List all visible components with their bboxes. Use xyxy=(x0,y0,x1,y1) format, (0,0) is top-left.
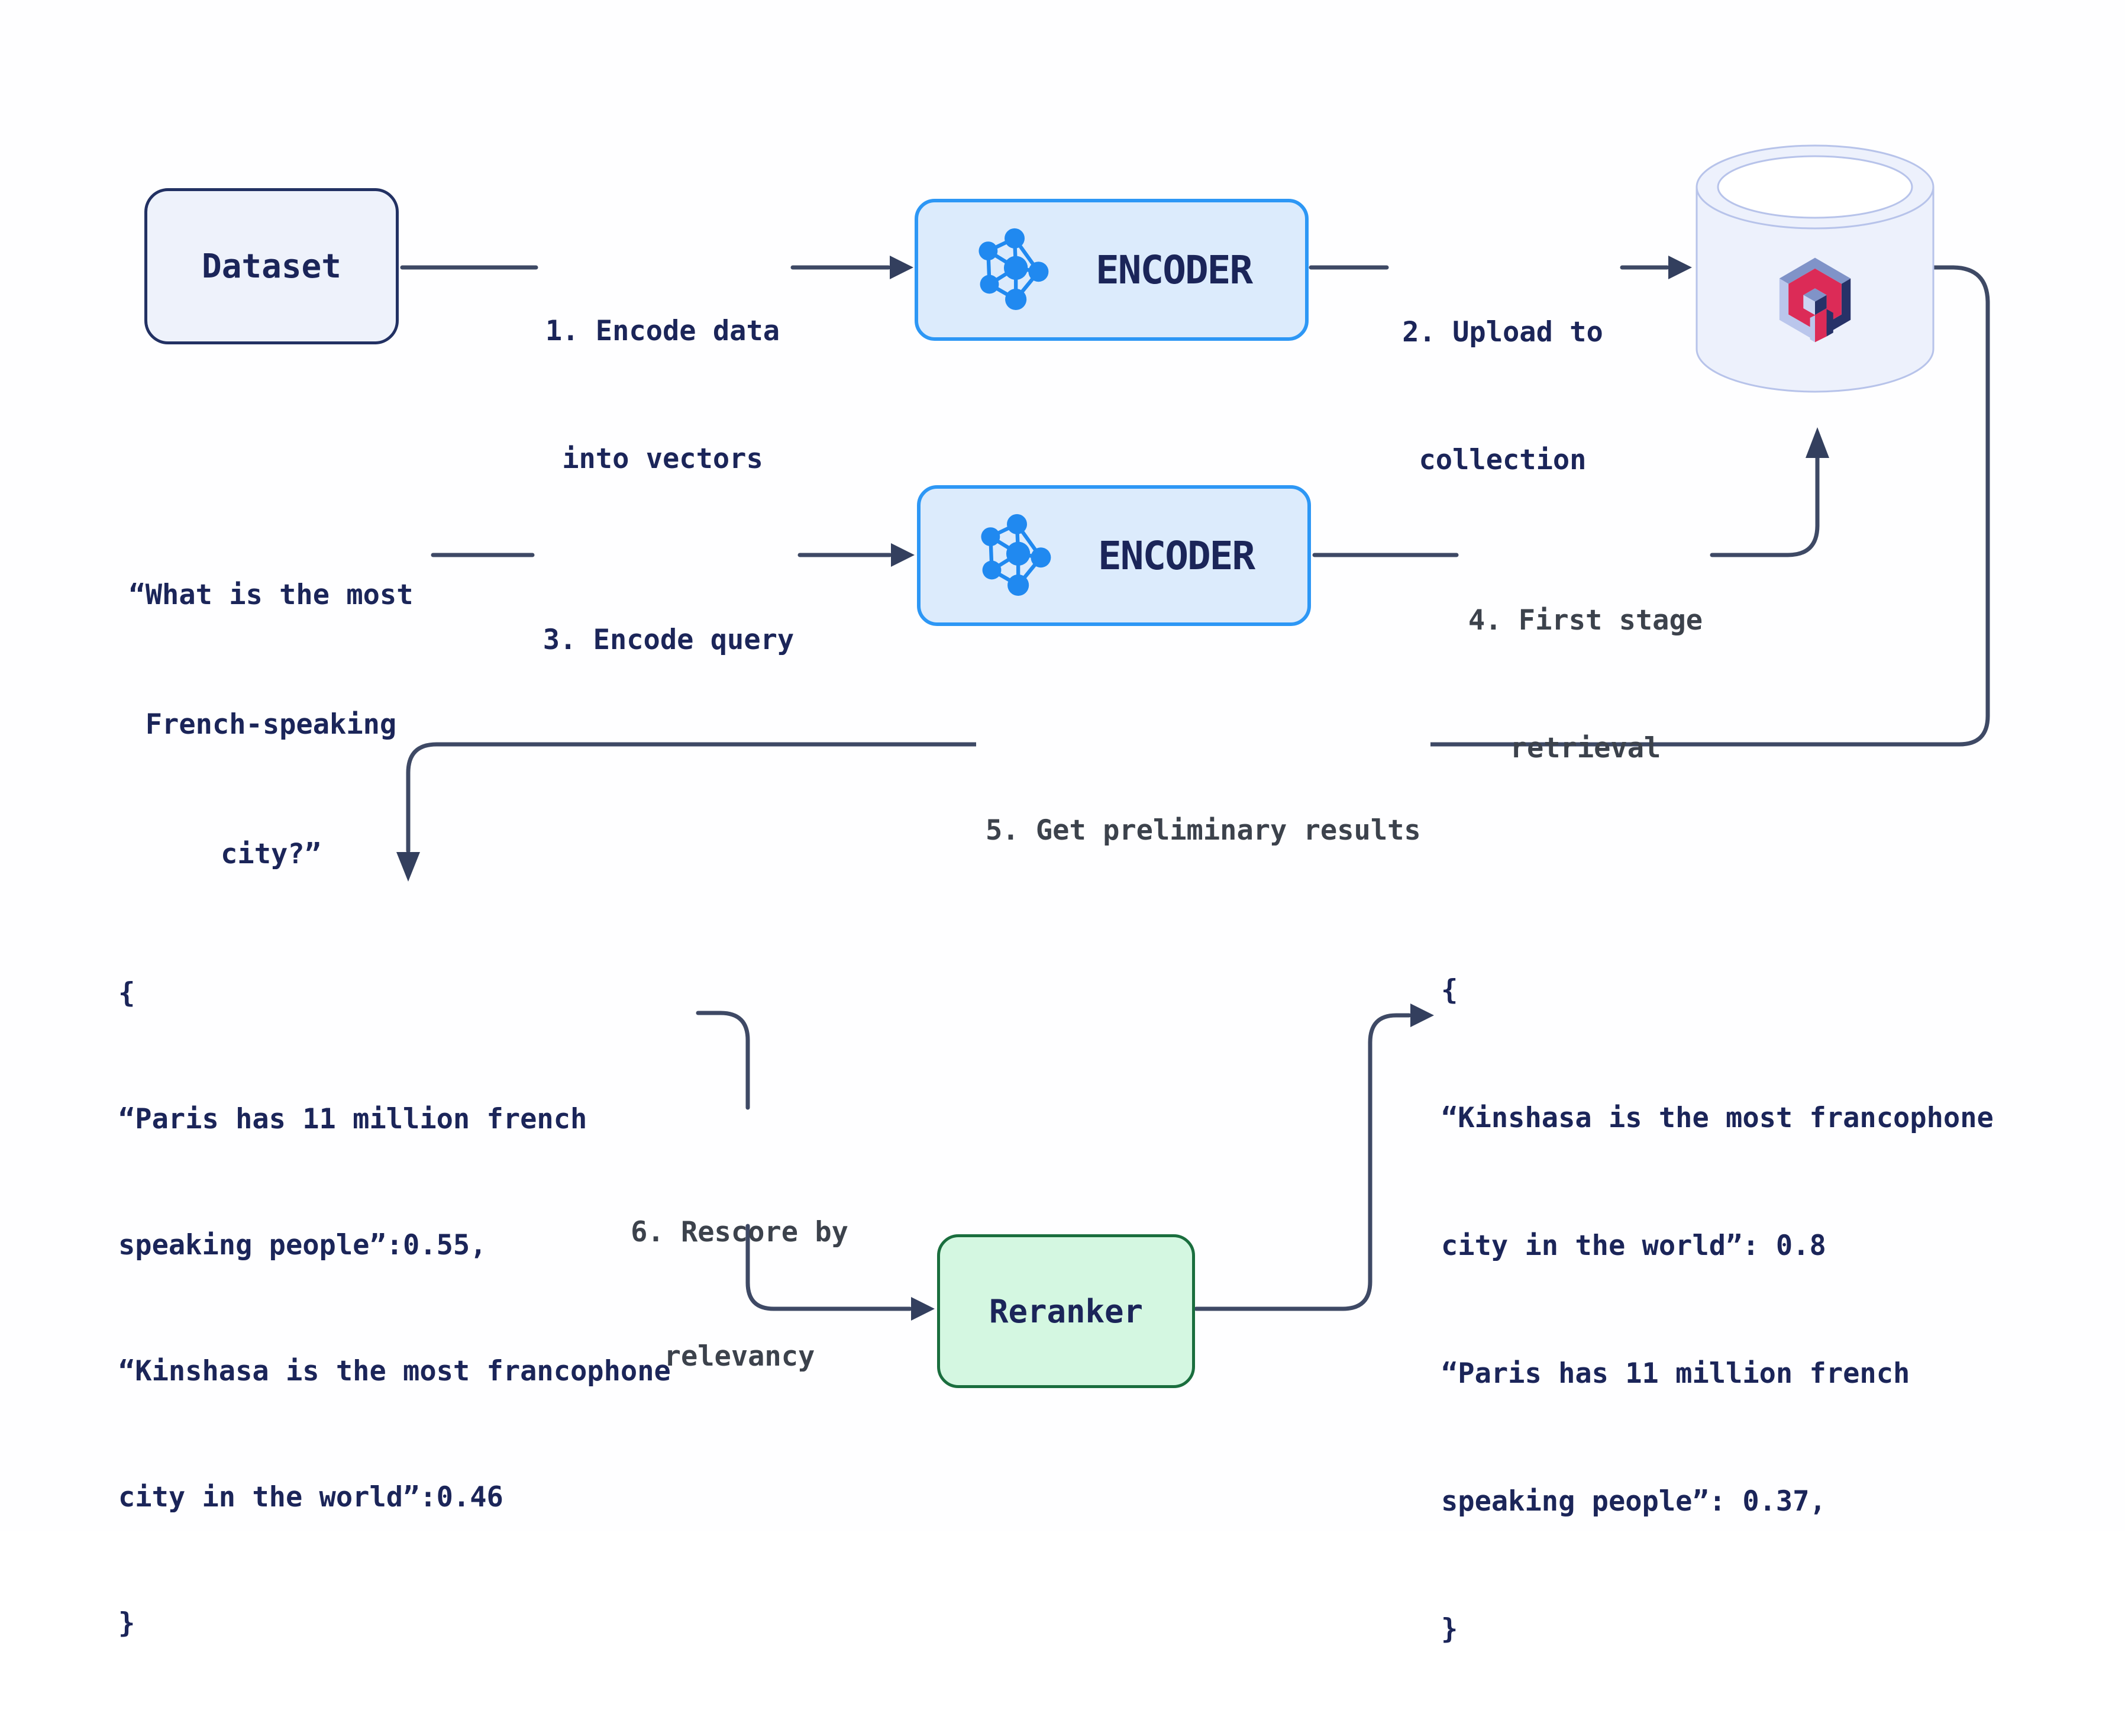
database-cylinder-icon xyxy=(1696,144,1935,393)
json-line: “Kinshasa is the most francophone xyxy=(118,1355,671,1387)
encoder-node-data: ENCODER xyxy=(915,199,1309,341)
json-line: speaking people”:0.55, xyxy=(118,1229,487,1261)
step6-line2: relevancy xyxy=(664,1340,815,1373)
json-line: “Paris has 11 million french xyxy=(1441,1357,1910,1390)
wire-step4-to-db xyxy=(1710,454,1820,557)
step5-line1: 5. Get preliminary results xyxy=(986,814,1421,847)
step2-label: 2. Upload to collection xyxy=(1372,226,1633,567)
wire-reranker-to-final xyxy=(1194,1013,1412,1311)
json-line: { xyxy=(1441,974,1458,1006)
wire-results-to-step6 xyxy=(696,1011,750,1110)
arrowhead-into-db-left xyxy=(1668,256,1692,279)
encoder-label: ENCODER xyxy=(1096,247,1253,293)
step4-line1: 4. First stage xyxy=(1468,604,1703,637)
step4-line2: retrieval xyxy=(1510,732,1661,764)
step5-label: 5. Get preliminary results xyxy=(976,724,1430,937)
json-line: } xyxy=(1441,1613,1458,1645)
encoder-label: ENCODER xyxy=(1098,533,1255,579)
json-line: “Kinshasa is the most francophone xyxy=(1441,1102,1994,1134)
qdrant-logo-icon xyxy=(1779,257,1851,343)
json-line: { xyxy=(118,977,135,1009)
json-line: city in the world”: 0.8 xyxy=(1441,1230,1826,1262)
reranker-label: Reranker xyxy=(989,1292,1144,1330)
neural-network-icon xyxy=(981,514,1051,596)
query-line: French-speaking xyxy=(145,708,397,741)
arrowhead-into-encoder2 xyxy=(891,543,915,567)
pipeline-diagram: Dataset ENCODER xyxy=(93,141,1994,1645)
reranker-node: Reranker xyxy=(937,1234,1195,1388)
query-text: “What is the most French-speaking city?” xyxy=(93,487,448,962)
wire-step6-to-reranker xyxy=(745,1224,912,1311)
preliminary-results-json: { “Paris has 11 million french speaking … xyxy=(118,888,671,1728)
arrowhead-into-results xyxy=(396,852,420,882)
step6-line1: 6. Rescore by xyxy=(631,1216,848,1248)
json-line: } xyxy=(118,1607,135,1640)
step1-line1: 1. Encode data xyxy=(545,315,780,347)
dataset-label: Dataset xyxy=(201,247,341,286)
vector-database-node xyxy=(1694,141,1936,396)
step1-line2: into vectors xyxy=(562,443,763,475)
json-line: “Paris has 11 million french xyxy=(118,1103,587,1135)
step6-label: 6. Rescore by relevancy xyxy=(598,1129,881,1460)
json-line: city in the world”:0.46 xyxy=(118,1481,503,1514)
step2-line1: 2. Upload to xyxy=(1402,316,1603,349)
step1-label: 1. Encode data into vectors xyxy=(527,225,799,566)
arrowhead-into-reranker xyxy=(911,1297,935,1321)
step4-label: 4. First stage retrieval xyxy=(1455,514,1716,855)
arrowhead-into-final-results xyxy=(1410,1003,1434,1027)
dataset-node: Dataset xyxy=(144,188,399,344)
step3-line1: 3. Encode query xyxy=(542,624,795,656)
connector-lines xyxy=(396,256,1990,1321)
json-line: speaking people”: 0.37, xyxy=(1441,1485,1826,1518)
encoder-node-query: ENCODER xyxy=(917,485,1311,626)
reranked-results-json: { “Kinshasa is the most francophone city… xyxy=(1441,884,1994,1736)
arrowhead-into-encoder1 xyxy=(890,256,913,279)
wire-db-to-results xyxy=(406,265,1990,853)
neural-network-icon xyxy=(978,228,1049,310)
query-line: “What is the most xyxy=(128,579,414,611)
arrowhead-into-db-bottom xyxy=(1806,427,1829,458)
query-line: city?” xyxy=(221,838,321,870)
step2-line2: collection xyxy=(1419,444,1587,476)
step3-label: 3. Encode query xyxy=(527,534,810,747)
